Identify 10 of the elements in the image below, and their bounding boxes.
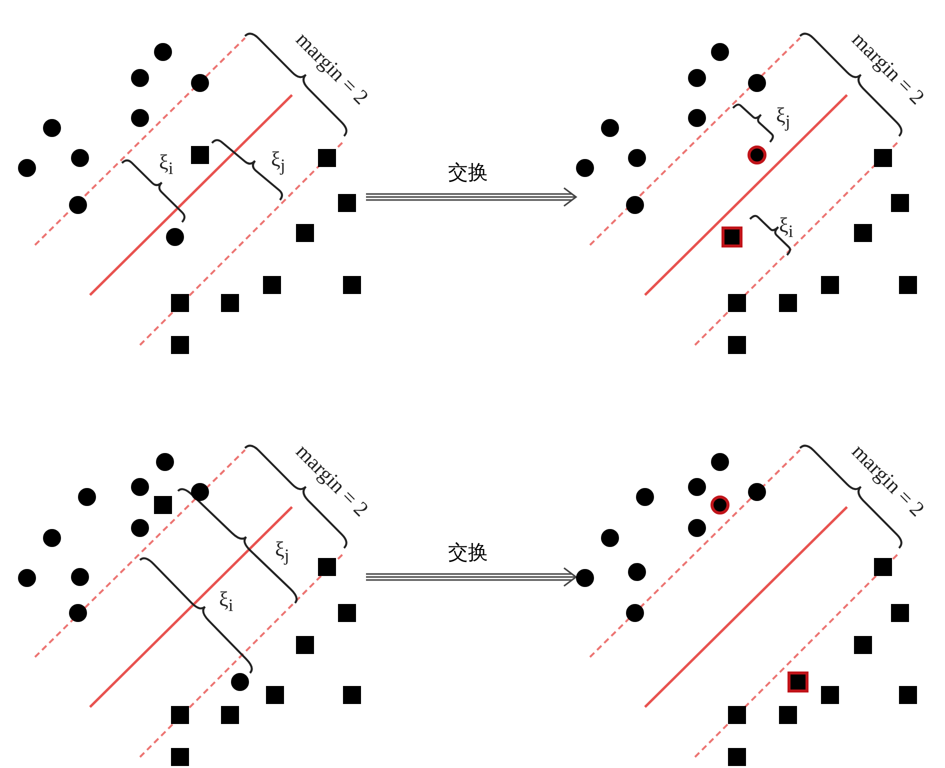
slack-variable-label: ξ$_{i}$ [159, 152, 174, 178]
slack-variable-label: ξ$_{j}$ [776, 105, 790, 131]
edge-label: 交换 [446, 541, 490, 563]
slack-variable-label: ξ$_{j}$ [271, 149, 286, 175]
double-arrow [365, 567, 577, 587]
slack-variable-label: ξ$_{j}$ [275, 539, 290, 565]
edge-label: 交换 [446, 161, 490, 183]
slack-variable-label: ξ$_{i}$ [779, 215, 794, 241]
double-arrow [365, 187, 577, 207]
slack-variable-label: ξ$_{i}$ [219, 589, 234, 615]
